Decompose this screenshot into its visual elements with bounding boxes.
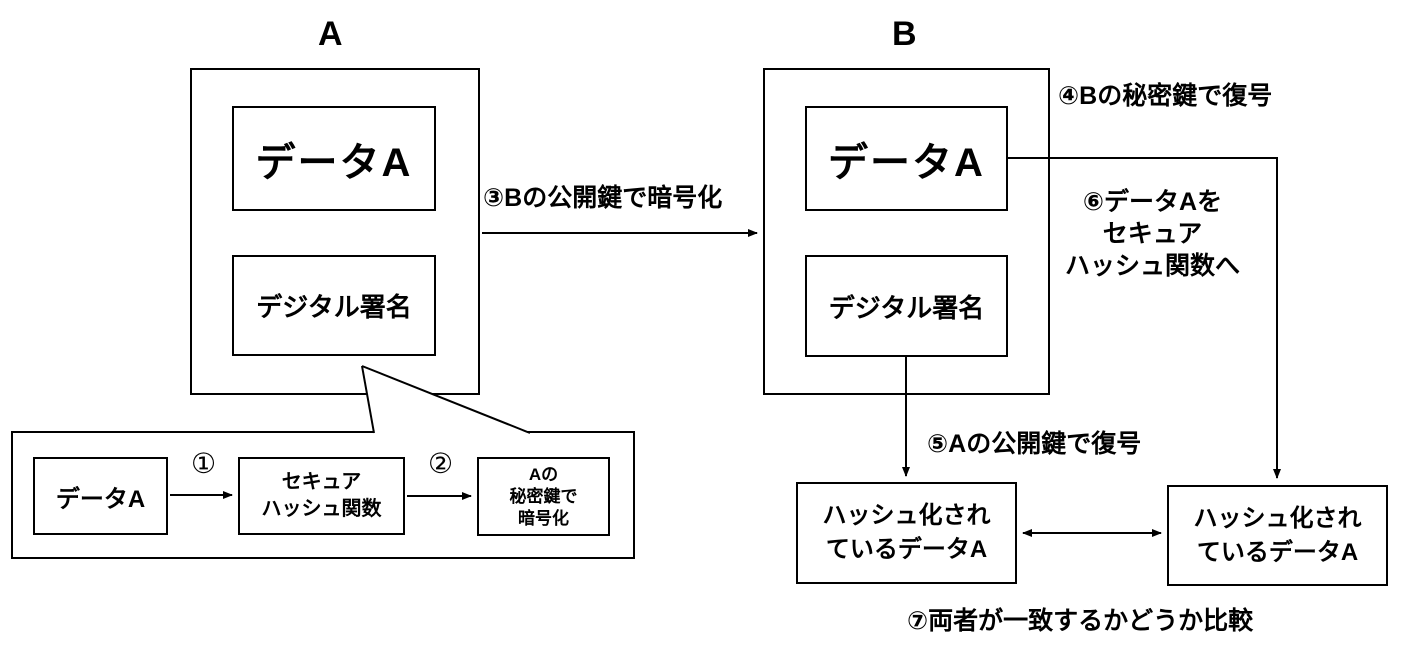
party-b-title: B <box>892 15 917 53</box>
party-b-signature-box: デジタル署名 <box>805 255 1008 357</box>
hashed-data-left-box: ハッシュ化され ているデータA <box>796 482 1017 584</box>
step2-marker: ② <box>428 448 454 479</box>
party-b-data-box: データA <box>805 106 1008 211</box>
party-a-signature-box: デジタル署名 <box>232 255 436 356</box>
label-step6-data-a-to-secure-hash: ⑥データAを セキュア ハッシュ関数へ <box>1064 188 1240 280</box>
hashed-data-right-box: ハッシュ化され ているデータA <box>1167 485 1388 586</box>
step1-marker: ① <box>191 448 217 479</box>
party-a-title: A <box>318 15 343 53</box>
party-a-data-box: データA <box>232 106 436 211</box>
label-step5-decrypt-with-a-public-key: ⑤Aの公開鍵で復号 <box>927 430 1142 458</box>
detail-data-box: データA <box>33 457 168 535</box>
label-step3-encrypt-with-b-public-key: ③Bの公開鍵で暗号化 <box>483 184 723 212</box>
label-step4-decrypt-with-b-private-key: ④Bの秘密鍵で復号 <box>1058 82 1273 110</box>
detail-hash-function-box: セキュア ハッシュ関数 <box>238 457 405 535</box>
detail-encrypt-box: Aの 秘密鍵で 暗号化 <box>477 457 610 536</box>
label-step7-compare-both-match: ⑦両者が一致するかどうか比較 <box>907 607 1254 635</box>
